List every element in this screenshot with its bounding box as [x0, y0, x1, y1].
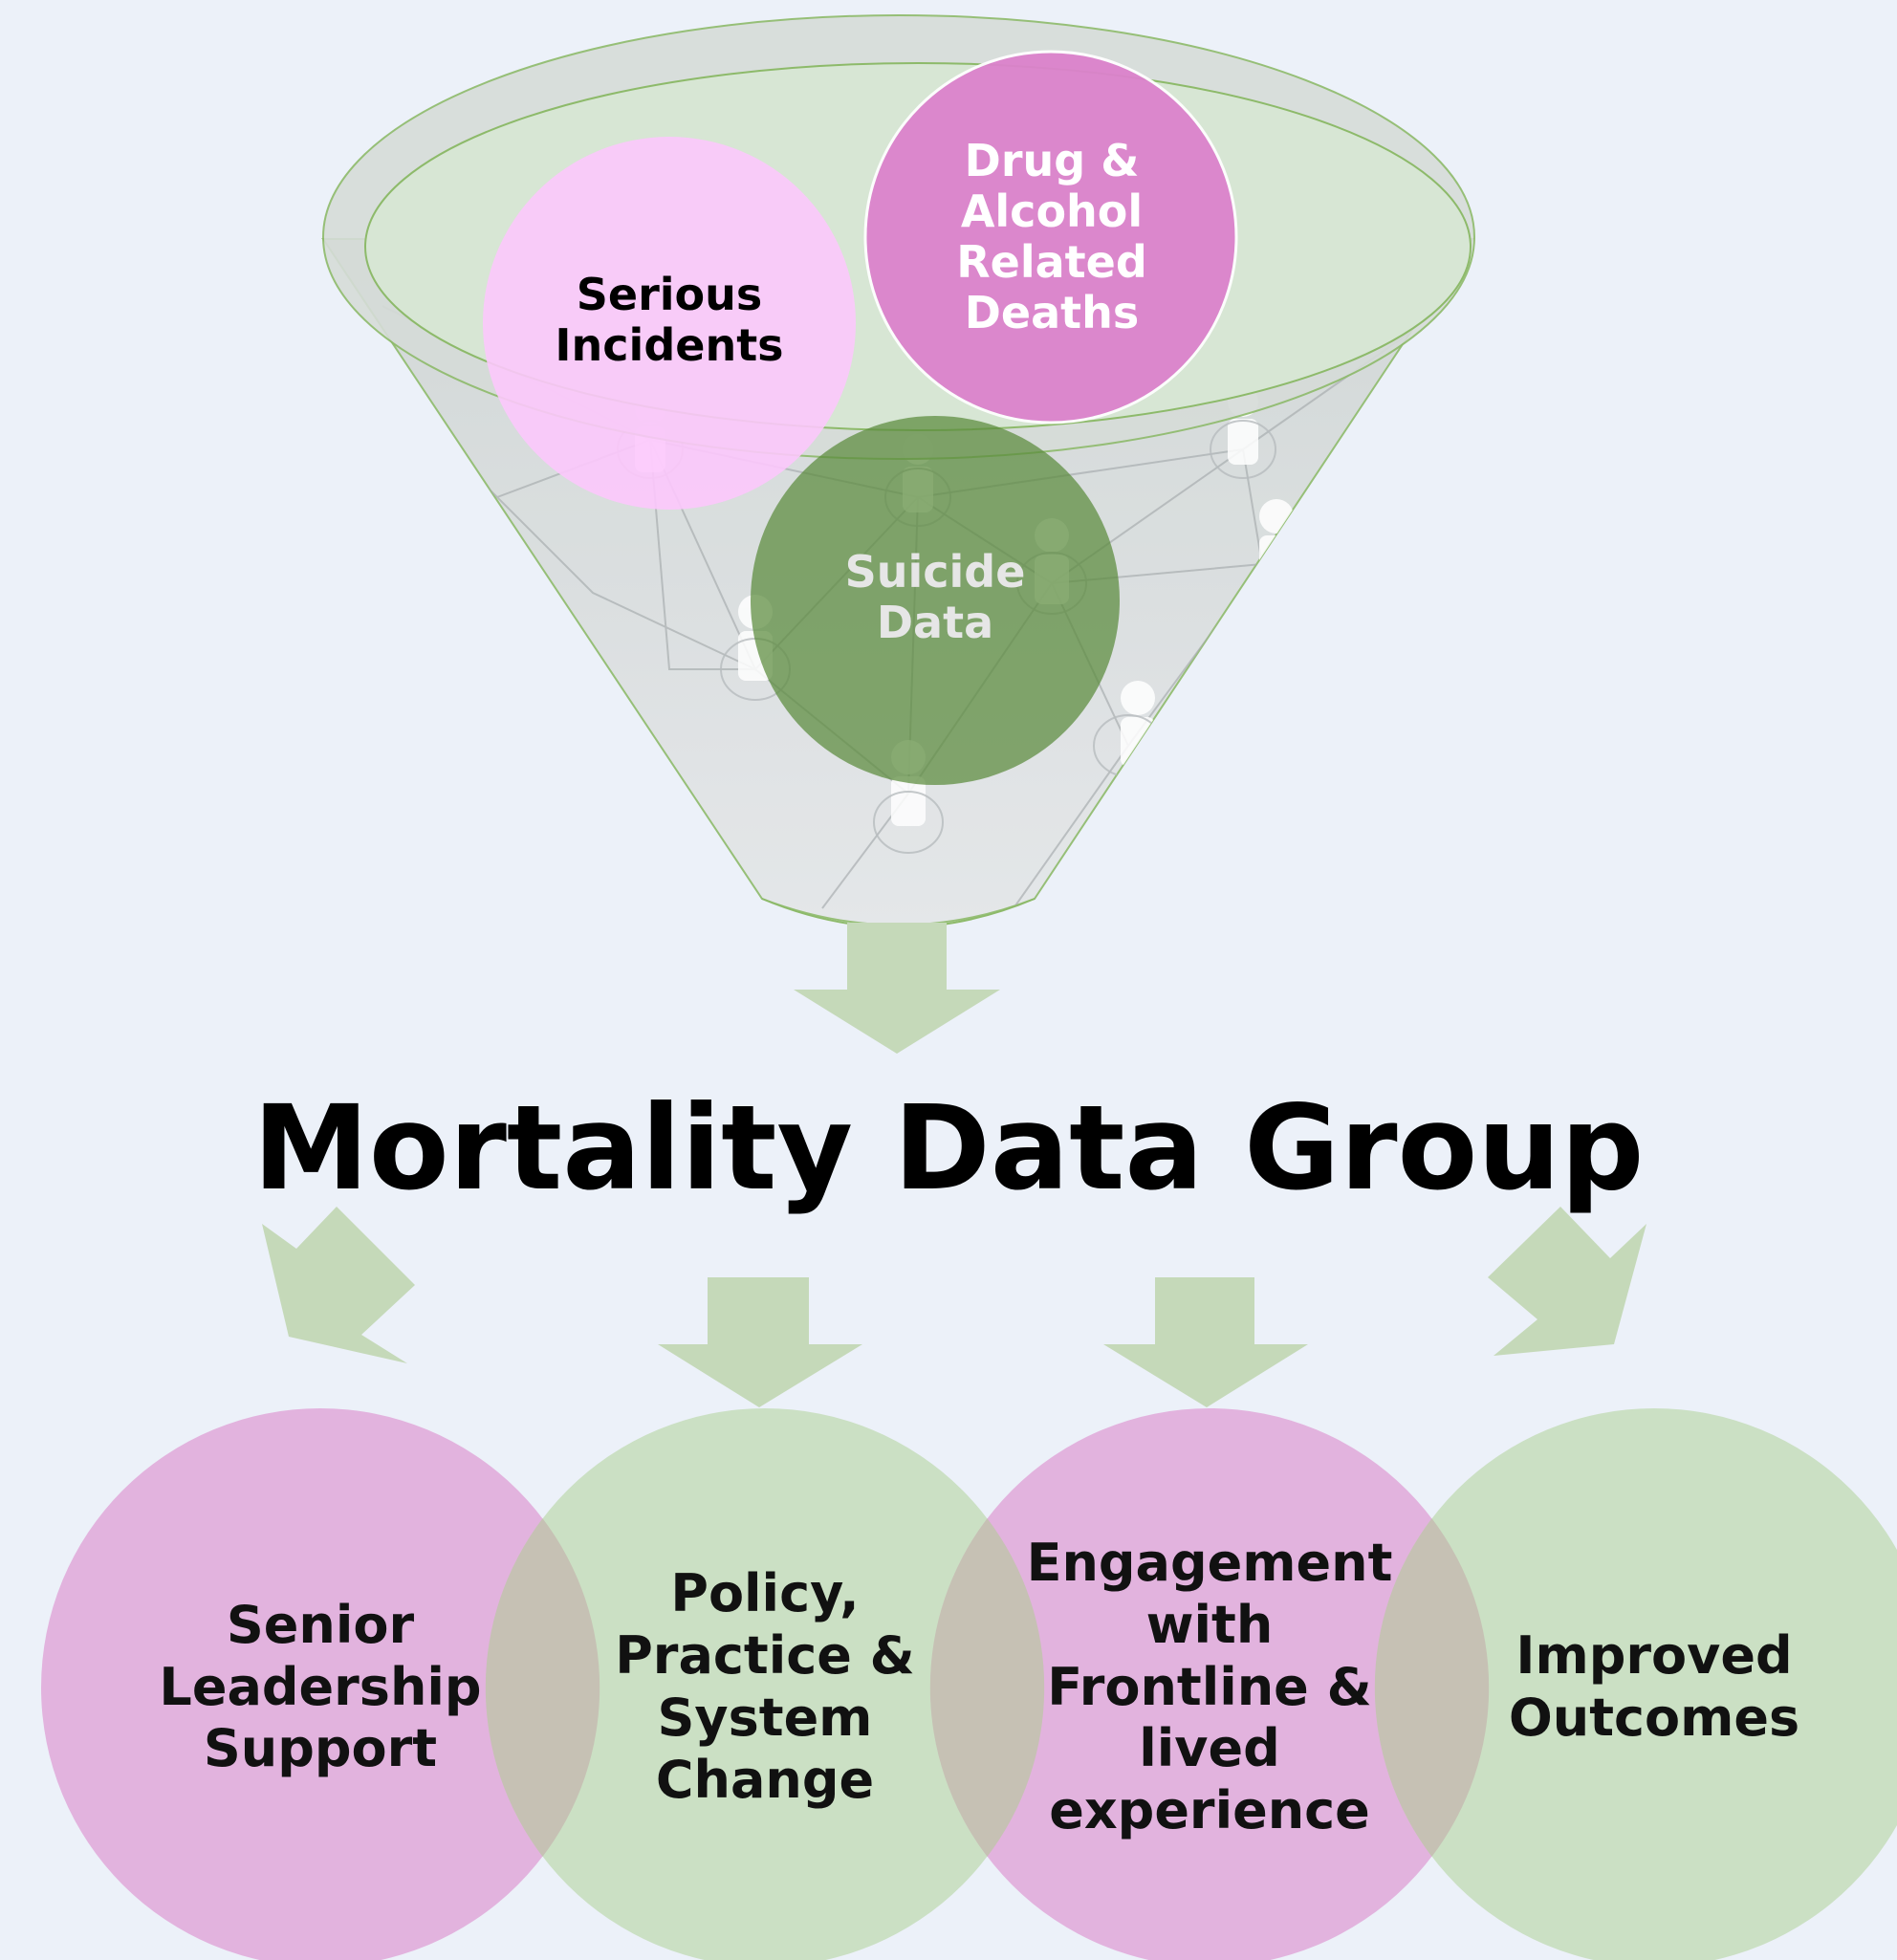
policy-practice-label: Policy, Practice & System Change	[615, 1563, 915, 1810]
arrow-to-policy-practice	[658, 1277, 862, 1407]
improved-outcomes-circle	[1375, 1408, 1897, 1960]
overlap-1-2	[485, 1518, 600, 1857]
suicide-data-label: Suicide Data	[844, 546, 1026, 648]
engagement-label: Engagement with Frontline & lived experi…	[1026, 1533, 1393, 1841]
serious-incidents-label: Serious Incidents	[555, 269, 784, 371]
arrow-to-improved-outcomes	[1488, 1207, 1646, 1356]
funnel-circles	[483, 50, 1238, 785]
outcome-circles	[41, 1408, 1897, 1960]
drug-alcohol-deaths-circle	[863, 50, 1238, 425]
improved-outcomes-label: Improved Outcomes	[1508, 1625, 1800, 1748]
arrow-to-senior-leadership	[262, 1207, 415, 1363]
outcome-overlaps	[485, 1518, 1490, 1857]
senior-leadership-label: Senior Leadership Support	[159, 1594, 482, 1779]
suicide-data-circle	[751, 416, 1120, 785]
senior-leadership-circle	[41, 1408, 600, 1960]
drug-alcohol-deaths-label: Drug & Alcohol Related Deaths	[956, 135, 1147, 338]
engagement-circle	[930, 1408, 1489, 1960]
overlap-3-4	[1374, 1518, 1490, 1857]
overlap-2-3	[929, 1518, 1045, 1857]
arrow-to-engagement	[1103, 1277, 1308, 1407]
down-arrow-to-title	[794, 923, 1000, 1054]
serious-incidents-circle	[483, 137, 856, 510]
page-title: Mortality Data Group	[252, 1080, 1645, 1216]
policy-practice-circle	[486, 1408, 1044, 1960]
